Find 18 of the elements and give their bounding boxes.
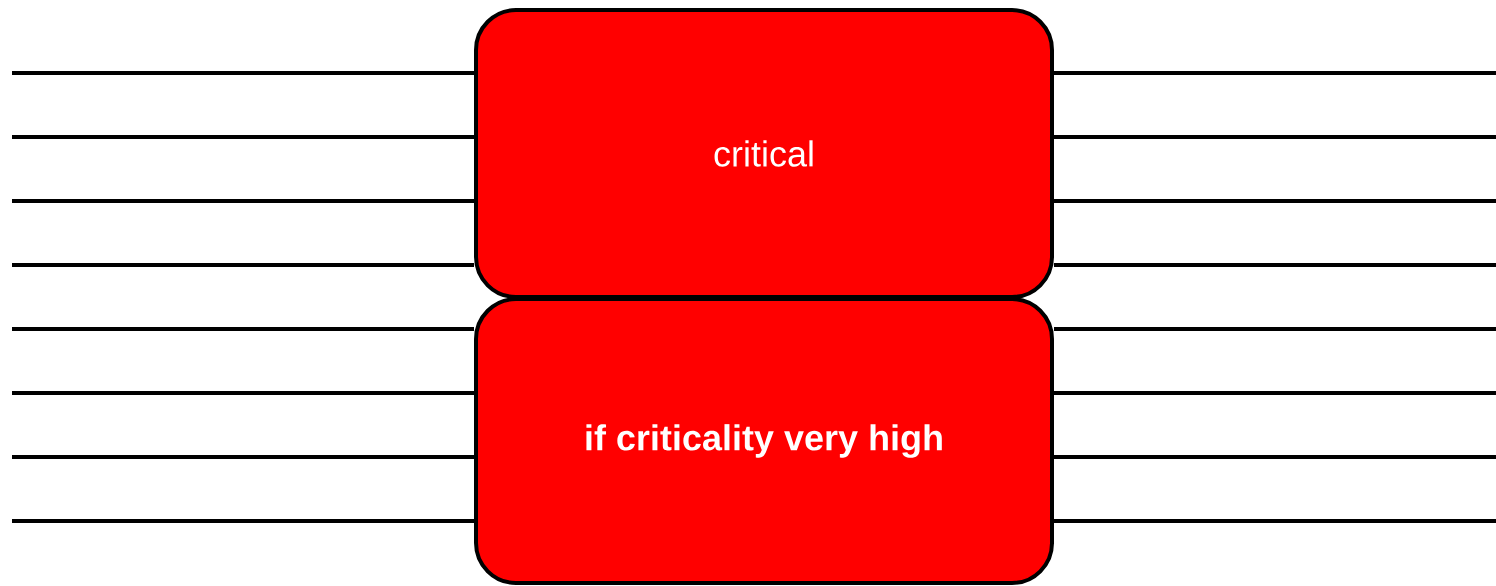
line bbox=[1054, 71, 1496, 75]
line bbox=[1054, 199, 1496, 204]
line bbox=[12, 263, 474, 268]
rounded-box: if criticality very high bbox=[474, 297, 1054, 585]
line bbox=[12, 454, 474, 459]
line bbox=[1054, 454, 1496, 459]
line bbox=[12, 134, 474, 139]
rounded-box: critical bbox=[474, 8, 1054, 299]
line bbox=[12, 519, 474, 524]
line bbox=[12, 199, 474, 204]
line bbox=[1054, 327, 1496, 332]
line bbox=[12, 391, 474, 395]
line bbox=[1054, 134, 1496, 139]
line bbox=[12, 327, 474, 332]
line bbox=[12, 71, 474, 75]
line bbox=[1054, 263, 1496, 268]
line bbox=[1054, 519, 1496, 524]
line bbox=[1054, 391, 1496, 395]
